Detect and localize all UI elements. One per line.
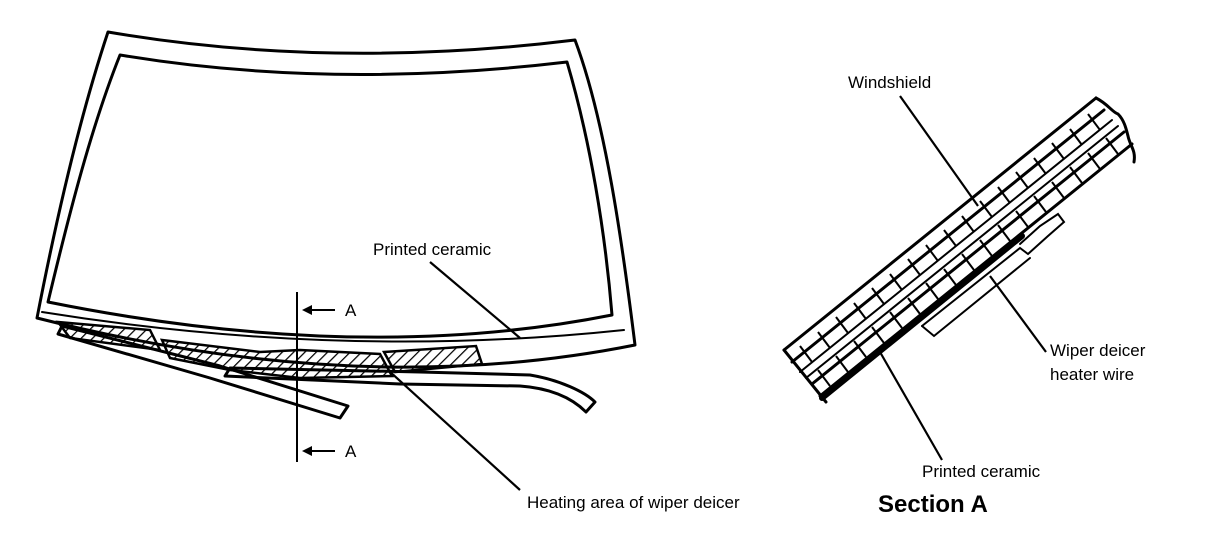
wiper-arm-left bbox=[56, 324, 350, 420]
leader-printed-ceramic-section bbox=[879, 351, 943, 461]
leader-printed-ceramic bbox=[429, 261, 521, 339]
arrowhead-top bbox=[302, 305, 312, 315]
glass-hatch-ticks bbox=[799, 113, 1119, 387]
leader-windshield bbox=[899, 95, 979, 207]
heater-wire bbox=[921, 212, 1066, 327]
wiper-arm-right bbox=[223, 366, 597, 414]
printed-ceramic-border bbox=[46, 53, 614, 339]
leader-heating-area bbox=[387, 369, 521, 491]
label-heating-area: Heating area of wiper deicer bbox=[527, 493, 740, 512]
leader-heater-wire bbox=[989, 275, 1047, 353]
section-mark-top: A bbox=[345, 301, 357, 320]
wiper-arms bbox=[56, 324, 597, 420]
heating-strip-right bbox=[381, 344, 484, 374]
windshield-outer-edge bbox=[35, 30, 637, 369]
label-wiper-deicer-1: Wiper deicer bbox=[1050, 341, 1146, 360]
section-a-view: Windshield Wiper deicer heater wire Prin… bbox=[782, 73, 1146, 518]
section-line-a: A A bbox=[296, 292, 357, 462]
label-printed-ceramic-section: Printed ceramic bbox=[922, 462, 1041, 481]
ceramic-band-edge bbox=[41, 311, 625, 343]
section-mark-bottom: A bbox=[345, 442, 357, 461]
label-printed-ceramic: Printed ceramic bbox=[373, 240, 492, 259]
arrowhead-bottom bbox=[302, 446, 312, 456]
heater-wire-base bbox=[921, 257, 1031, 338]
heating-strip-center bbox=[159, 338, 395, 380]
printed-ceramic-layer bbox=[819, 233, 1025, 401]
windshield-front-view: A A Printed ceramic Heating area of wipe… bbox=[35, 30, 740, 512]
section-title: Section A bbox=[878, 491, 988, 518]
label-windshield: Windshield bbox=[848, 73, 931, 92]
label-wiper-deicer-2: heater wire bbox=[1050, 365, 1134, 384]
